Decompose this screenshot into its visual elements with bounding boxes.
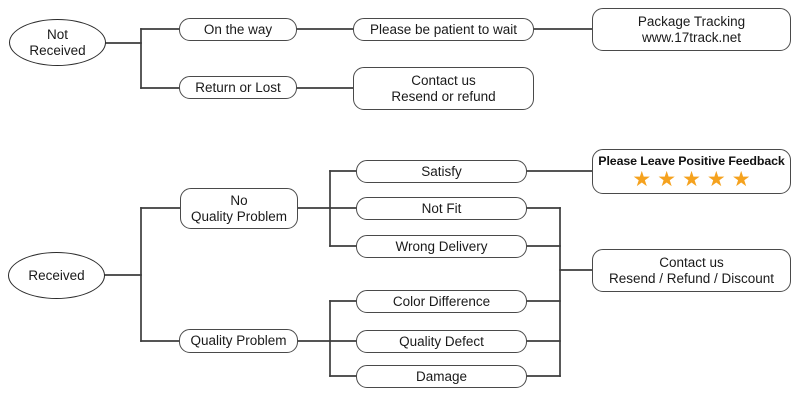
node-received[interactable]: Received	[8, 252, 105, 299]
node-on-the-way[interactable]: On the way	[179, 18, 297, 41]
node-quality-problem[interactable]: Quality Problem	[179, 329, 298, 353]
node-return-or-lost[interactable]: Return or Lost	[179, 76, 297, 99]
node-not-fit[interactable]: Not Fit	[356, 197, 527, 220]
star-icon[interactable]: ★	[657, 168, 677, 192]
node-please-be-patient[interactable]: Please be patient to wait	[353, 18, 534, 41]
node-no-quality-problem[interactable]: No Quality Problem	[180, 188, 298, 229]
node-positive-feedback[interactable]: Please Leave Positive Feedback ★★★★★	[592, 149, 791, 194]
node-package-tracking[interactable]: Package Tracking www.17track.net	[592, 8, 791, 51]
node-quality-defect[interactable]: Quality Defect	[356, 330, 527, 353]
star-icon[interactable]: ★	[682, 168, 701, 192]
star-icon[interactable]: ★	[632, 168, 652, 192]
node-not-received[interactable]: Not Received	[9, 19, 106, 66]
node-contact-resend-refund[interactable]: Contact us Resend or refund	[353, 67, 534, 110]
node-contact-resend-refund-discount[interactable]: Contact us Resend / Refund / Discount	[592, 249, 791, 292]
feedback-title: Please Leave Positive Feedback	[598, 153, 785, 168]
node-wrong-delivery[interactable]: Wrong Delivery	[356, 235, 527, 258]
star-rating[interactable]: ★★★★★	[632, 169, 750, 190]
node-damage[interactable]: Damage	[356, 365, 527, 388]
star-icon[interactable]: ★	[731, 168, 751, 192]
star-icon[interactable]: ★	[706, 168, 726, 192]
node-color-difference[interactable]: Color Difference	[356, 290, 527, 313]
node-satisfy[interactable]: Satisfy	[356, 160, 527, 183]
